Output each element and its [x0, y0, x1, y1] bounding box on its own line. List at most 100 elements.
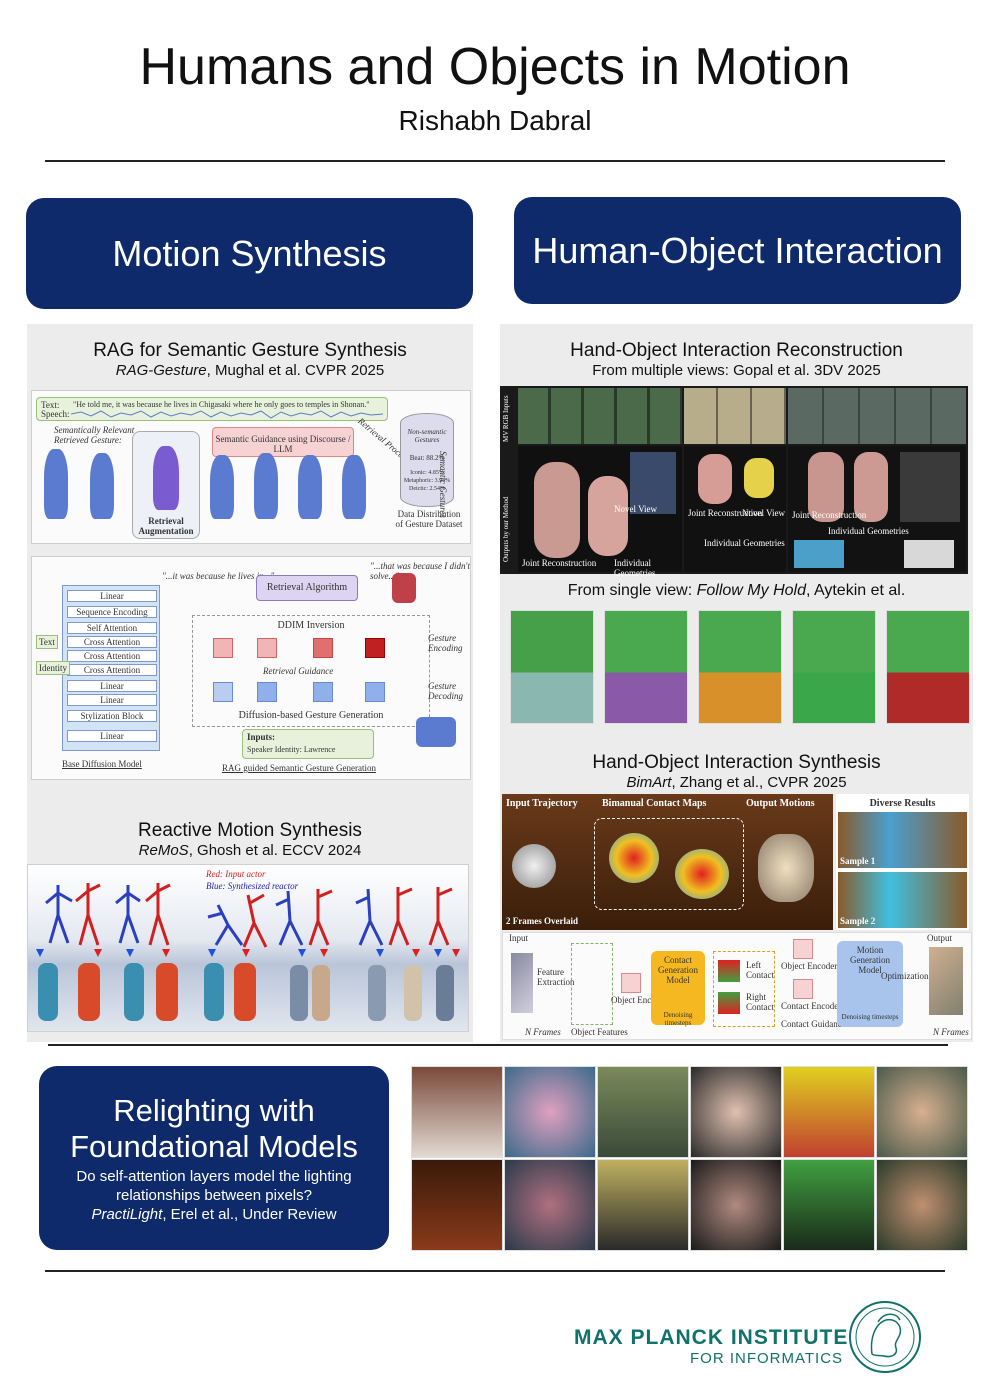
overlaid-label: 2 Frames Overlaid [506, 916, 578, 926]
inputs-box: Inputs: Speaker Identity: Lawrence [242, 729, 374, 759]
minerva-logo-icon [849, 1301, 921, 1373]
data-distribution-label: Data Distribution of Gesture Dataset [395, 509, 463, 529]
remos-subtitle: ReMoS, Ghosh et al. ECCV 2024 [27, 842, 473, 860]
relight-woman-hat-1 [690, 1066, 782, 1158]
motion-synthesis-label: Motion Synthesis [112, 232, 387, 274]
single-view-figure [510, 610, 970, 724]
base-diffusion-stack: Linear Sequence Encoding Self Attention … [62, 585, 160, 751]
diverse-results-figure: Diverse Results Sample 1 Sample 2 [836, 794, 969, 930]
joint-recon-label-1: Joint Reconstruction [522, 558, 597, 568]
single-view-controller [792, 610, 876, 724]
hoi-synth-citation: , Zhang et al., CVPR 2025 [671, 774, 847, 791]
layer-cross-attention-3: Cross Attention [67, 664, 157, 676]
relight-rickshaw-2 [783, 1159, 875, 1251]
output-motion-hands [758, 834, 814, 902]
ddim-region: DDIM Inversion Retrieval Guidance Diffus… [192, 615, 430, 727]
individual-geom-label-2: Individual Geometries [704, 538, 785, 548]
pipeline-output-label: Output [927, 933, 953, 943]
mv-inputs-strip-1 [518, 388, 682, 444]
speech-bar: Text: Speech: "He told me, it was becaus… [36, 397, 388, 421]
poster-title: Humans and Objects in Motion [139, 38, 851, 96]
mv-output-2: Joint Reconstruction Novel View Individu… [684, 446, 786, 572]
joint-recon-label-3: Joint Reconstruction [792, 510, 867, 520]
recon-person-3 [808, 452, 844, 522]
recon-person-4 [854, 452, 888, 522]
contact-maps-region [594, 818, 744, 910]
feature-extraction-label: Feature Extraction [537, 967, 575, 987]
middle-divider [48, 1044, 948, 1046]
gen-block-3 [313, 682, 333, 702]
remos-skeletons [36, 883, 460, 1021]
relight-rickshaw-1 [783, 1066, 875, 1158]
rag-overview-figure: Text: Speech: "He told me, it was becaus… [31, 390, 471, 544]
contact-output-box: Left Contact Right Contact [713, 951, 775, 1027]
single-view-funnel [698, 610, 782, 724]
contact-generation-box: Contact Generation Model Denoising times… [651, 951, 705, 1027]
mpi-institute-name: MAX PLANCK INSTITUTE [574, 1326, 849, 1349]
metaphoric-stat: Metaphoric: 3.94% [403, 478, 451, 484]
layer-self-attention: Self Attention [67, 622, 157, 634]
bimart-main-figure: Input Trajectory Bimanual Contact Maps O… [502, 794, 833, 930]
ddim-label: DDIM Inversion [277, 620, 345, 631]
augmented-figure [153, 446, 179, 510]
deictic-stat: Deictic: 2.54% [409, 486, 445, 492]
semantic-guidance-box: Semantic Guidance using Discourse / LLM [212, 427, 354, 457]
individual-geom-label-1: Individual Geometries [614, 558, 656, 578]
photo-thumb-1 [630, 452, 676, 514]
layer-cross-attention-2: Cross Attention [67, 650, 157, 662]
relighting-citation-rest: , Erel et al., Under Review [162, 1205, 337, 1223]
remos-title: Reactive Motion Synthesis [138, 820, 362, 841]
gesture-decoding-label: Gesture Decoding [428, 681, 463, 701]
multiview-figure: MV RGB Inputs Outputs by our Method Nove… [500, 386, 968, 578]
n-frames-label-1: N Frames [525, 1027, 561, 1037]
speech-label: Speech: [41, 409, 70, 419]
relight-woman-hat-2 [690, 1159, 782, 1251]
mv-outputs-label: Outputs by our Method [502, 496, 510, 562]
object-encoder-block-2 [793, 939, 813, 959]
hoi-synth-method: BimArt [626, 774, 672, 791]
speech-sentence: "He told me, it was because he lives in … [73, 400, 370, 409]
gen-block-1 [213, 682, 233, 702]
sample-1-image: Sample 1 [838, 812, 967, 868]
rag-guided-caption: RAG guided Semantic Gesture Generation [222, 763, 376, 773]
beat-stat: Beat: 88.2% [409, 454, 445, 462]
relighting-box: Relighting with Foundational Models Do s… [39, 1066, 389, 1250]
motion-generation-box: Motion Generation Model Denoising timest… [837, 941, 903, 1027]
iconic-stat: Iconic: 4.85% [410, 470, 444, 476]
retrieval-algorithm-box: Retrieval Algorithm [256, 575, 358, 601]
sample-1-label: Sample 1 [840, 856, 876, 866]
layer-linear-1: Linear [67, 590, 157, 602]
contact-generation-label: Contact Generation Model [658, 955, 698, 985]
relight-warrior-2 [876, 1159, 968, 1251]
object-features-label: Object Features [571, 1027, 628, 1037]
hoi-recon-title: Hand-Object Interaction Reconstruction [570, 340, 903, 361]
photo-thumb-3 [900, 452, 960, 522]
gesture-dataset-cylinder: Non-semantic Gestures Beat: 88.2% Iconic… [400, 413, 454, 507]
relight-portrait-1 [504, 1066, 596, 1158]
denoising-label-1: Denoising timesteps [663, 1011, 693, 1027]
gen-block-2 [257, 682, 277, 702]
joint-recon-label-2: Joint Reconstruction [688, 508, 763, 518]
layer-linear-2: Linear [67, 680, 157, 692]
left-contact-label: Left Contact [746, 960, 774, 980]
rag-title: RAG for Semantic Gesture Synthesis [93, 340, 407, 361]
contact-map-left [609, 833, 659, 883]
output-motion-thumb [416, 717, 456, 747]
contact-map-right [675, 849, 729, 899]
input-trajectory-label: Input Trajectory [506, 798, 578, 809]
rag-method-name: RAG-Gesture [115, 362, 207, 379]
ddim-block-2 [257, 638, 277, 658]
ddim-block-1 [213, 638, 233, 658]
layer-linear-3: Linear [67, 694, 157, 706]
recon-object-yellow [744, 458, 774, 498]
single-view-mug [886, 610, 970, 724]
pipeline-input-label: Input [509, 933, 528, 943]
contact-maps-label: Bimanual Contact Maps [602, 798, 707, 809]
single-view-spray [604, 610, 688, 724]
retrieval-algorithm-label: Retrieval Algorithm [266, 582, 348, 593]
object-encoder-label-1: Object Encoder [611, 995, 668, 1005]
quote-left: "...it was because he lives in..." [162, 571, 275, 581]
recon-laptop-gray [904, 540, 954, 568]
contact-encoder-block [793, 979, 813, 999]
gesture-figure-5 [298, 455, 322, 519]
